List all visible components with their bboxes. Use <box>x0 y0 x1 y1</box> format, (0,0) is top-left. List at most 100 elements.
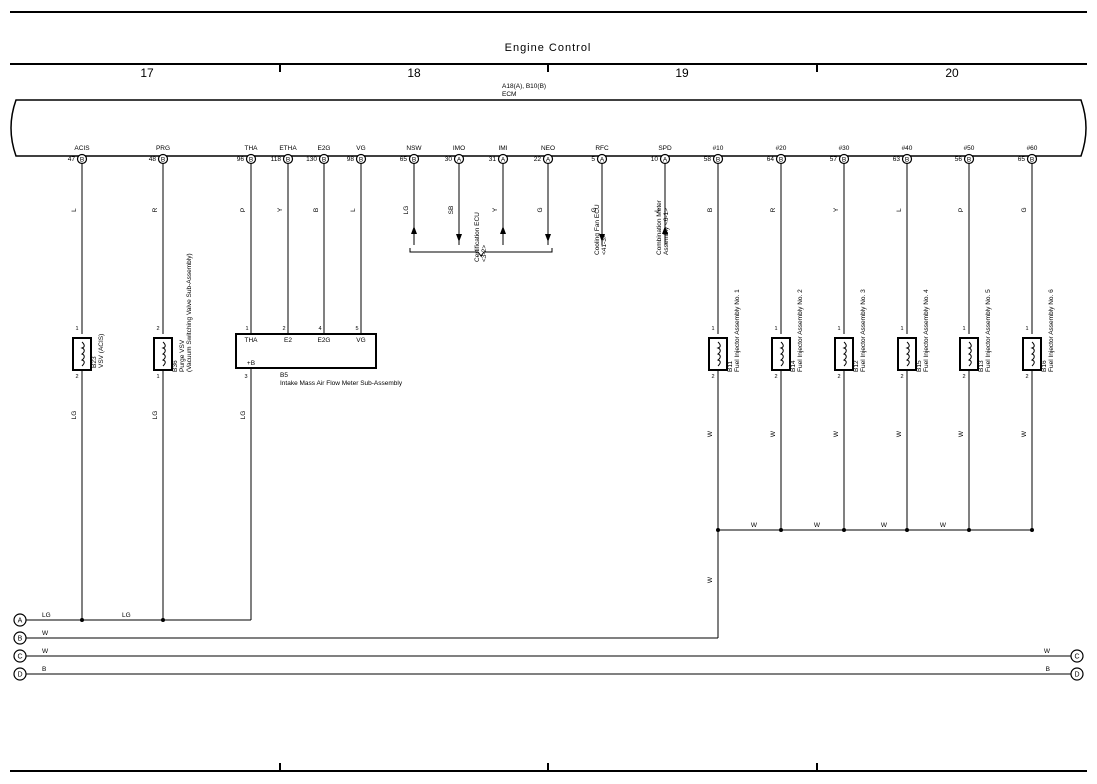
nsw-arrow-up-icon <box>411 226 417 234</box>
pin-nsw-letter: B <box>412 156 416 163</box>
pin-label-spd: SPD <box>658 145 672 152</box>
injector-common-dot-4 <box>967 528 971 532</box>
pin-inj50-circle <box>963 153 975 165</box>
bus-C-right-color: W <box>1044 648 1051 655</box>
wire-color-tha: P <box>240 208 247 212</box>
bus-A-color: LG <box>42 612 51 619</box>
injector-4-pin-bottom: 2 <box>900 374 903 380</box>
pin-label-inj50: #50 <box>964 145 975 152</box>
injector-1-code: B11 <box>727 361 734 372</box>
wire-color-vg: L <box>350 208 357 212</box>
pin-label-etha: ETHA <box>279 145 297 152</box>
injector-common-color-0: W <box>751 522 758 529</box>
pin-prg-circle <box>157 153 169 165</box>
rfc-arrow-down-icon <box>599 234 605 242</box>
wire-color-etha: Y <box>277 207 284 212</box>
injector-5-code: B13 <box>978 360 985 372</box>
pin-label-acis: ACIS <box>74 145 90 152</box>
vsv-pin-bottom: 2 <box>75 374 78 380</box>
purge-name-1: Purge VSV <box>179 339 186 372</box>
pin-number-etha: 118 <box>271 156 282 163</box>
maf-pin-label-3: VG <box>356 337 365 344</box>
wire-color-inj10: B <box>707 208 714 212</box>
injector-1-lower-color: W <box>707 430 714 437</box>
meter-name-2: Assembly <6-1> <box>663 208 670 255</box>
injector-3-pin-top: 1 <box>837 326 840 332</box>
maf-pin-num-0: 1 <box>245 326 248 332</box>
bus-D-right-terminal <box>1070 667 1084 681</box>
maf-pin-label-0: THA <box>245 337 259 344</box>
pin-label-prg: PRG <box>156 145 170 152</box>
wire-color-neo: G <box>537 207 544 212</box>
pin-label-rfc: RFC <box>595 145 609 152</box>
section-19: 19 <box>675 66 689 80</box>
bus-a-mid-color: LG <box>122 612 131 619</box>
injector-common-dot-0 <box>716 528 720 532</box>
purge-code: B36 <box>172 360 179 372</box>
injector-common-dot-2 <box>842 528 846 532</box>
pin-number-inj30: 57 <box>830 156 838 163</box>
injector-6-name: Fuel Injector Assembly No. 6 <box>1048 289 1055 372</box>
injector-5-pin-bottom: 2 <box>962 374 965 380</box>
pin-number-inj50: 56 <box>955 156 963 163</box>
maf-lower-color: LG <box>240 411 247 420</box>
pin-number-spd: 10 <box>651 156 659 163</box>
injector-3-lower-color: W <box>833 430 840 437</box>
injector-drop-color: W <box>707 576 714 583</box>
imo-arrow-down-icon <box>456 234 462 242</box>
wire-color-inj50: P <box>958 208 965 212</box>
pin-inj40-circle <box>901 153 913 165</box>
pin-inj10-circle <box>712 153 724 165</box>
injector-3-coil-icon <box>842 341 847 367</box>
bus-C-right-terminal <box>1070 649 1084 663</box>
pin-label-inj40: #40 <box>902 145 913 152</box>
pin-number-e2g: 130 <box>306 156 317 163</box>
pin-neo-circle <box>542 153 554 165</box>
pin-label-inj60: #60 <box>1027 145 1038 152</box>
cert-ecu-brace <box>409 248 553 257</box>
bus-C-left-terminal <box>13 649 27 663</box>
pin-prg-letter: B <box>161 156 165 163</box>
pin-inj60-letter: B <box>1030 156 1034 163</box>
pin-rfc-circle <box>596 153 608 165</box>
wire-color-inj20: R <box>770 207 777 212</box>
pin-number-vg: 98 <box>347 156 355 163</box>
bus-a-dot-acis <box>80 618 84 622</box>
ecm-connector: A18(A), B10(B) <box>502 83 546 90</box>
pin-rfc-letter: A <box>600 156 605 163</box>
pin-acis-letter: B <box>80 156 84 163</box>
pin-number-imo: 30 <box>445 156 453 163</box>
wire-color-inj60: G <box>1021 207 1028 212</box>
wire-color-acis: L <box>71 208 78 212</box>
pin-number-acis: 47 <box>68 156 76 163</box>
injector-6-pin-top: 1 <box>1025 326 1028 332</box>
pin-number-nsw: 65 <box>400 156 408 163</box>
pin-number-inj20: 64 <box>767 156 775 163</box>
injector-1-coil-icon <box>716 341 721 367</box>
pin-spd-letter: A <box>663 156 668 163</box>
maf-pin-num-3: 5 <box>355 326 358 332</box>
pin-etha-letter: B <box>286 156 290 163</box>
cert-ecu-name: Certification ECU <box>474 212 481 262</box>
pin-number-inj10: 58 <box>704 156 712 163</box>
pin-imo-letter: A <box>457 156 462 163</box>
purge-lower-color: LG <box>152 411 159 420</box>
bus-B-color: W <box>42 630 49 637</box>
bus-B-left-letter: B <box>18 636 23 643</box>
bus-D-left-letter: D <box>17 672 22 679</box>
pin-imi-letter: A <box>501 156 506 163</box>
pin-number-inj40: 63 <box>893 156 901 163</box>
injector-1-pin-top: 1 <box>711 326 714 332</box>
fan-ecu-name: Cooling Fan ECU <box>594 204 601 255</box>
injector-4-code: B15 <box>916 360 923 372</box>
maf-pin-label-2: E2G <box>317 337 330 344</box>
wire-color-prg: R <box>152 207 159 212</box>
injector-common-dot-1 <box>779 528 783 532</box>
pin-number-inj60: 65 <box>1018 156 1026 163</box>
labels-layer: ACIS47PRG48THA96ETHA118E2G130VG98NSW65IM… <box>42 145 1055 673</box>
pin-imo-circle <box>453 153 465 165</box>
vsv-pin-top: 1 <box>75 326 78 332</box>
bus-D-left-terminal <box>13 667 27 681</box>
